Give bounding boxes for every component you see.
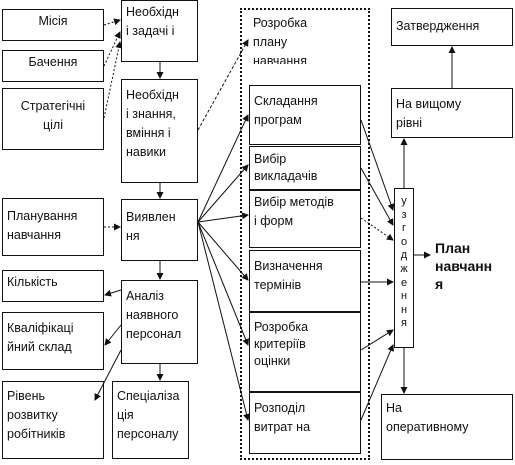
coordination-letter: з <box>401 208 407 221</box>
qualification-box: Кваліфікаці йний склад <box>2 312 104 370</box>
strategic-goals-box: Стратегічні цілі <box>2 88 104 150</box>
program-compilation-box: Складання програм <box>249 85 361 145</box>
training-plan-box: План навчанн я <box>431 237 515 297</box>
coordination-letter: е <box>400 276 408 289</box>
coordination-letter: д <box>400 249 408 262</box>
identification-box: Виявлен ня <box>121 199 198 261</box>
criteria-development-box: Розробка критеріїв оцінки <box>249 312 361 392</box>
necessary-knowledge-box: Необхідн і знання, вміння і навики <box>121 79 198 183</box>
term-definition-box: Визначення термінів <box>249 250 361 312</box>
development-level-box: Рівень розвитку робітників <box>2 381 104 459</box>
higher-level-box: На вищому рівні <box>391 88 513 138</box>
coordination-letter: у <box>401 195 407 207</box>
staff-analysis-box: Аналіз наявного персонал <box>121 280 198 364</box>
coordination-letter: н <box>400 303 408 316</box>
mission-box: Місія <box>2 9 104 41</box>
plan-development-group <box>240 8 370 460</box>
vision-box: Бачення <box>2 50 104 82</box>
coordination-letter: ж <box>400 262 408 275</box>
operational-level-box: На оперативному <box>381 394 513 460</box>
coordination-box: у з г о д ж е н н я <box>394 188 414 348</box>
coordination-letter: н <box>400 290 408 303</box>
coordination-letter: о <box>400 235 408 248</box>
approval-box: Затвердження <box>391 8 513 46</box>
cost-distribution-box: Розподіл витрат на <box>249 392 361 454</box>
necessary-tasks-box: Необхідн і задачі і <box>121 0 198 62</box>
method-selection-box: Вибір методів і форм <box>249 190 361 248</box>
plan-development-box: Розробка плану навчання <box>249 10 361 64</box>
training-planning-box: Планування навчання <box>2 198 104 256</box>
coordination-letter: г <box>401 222 406 235</box>
coordination-letter: я <box>401 317 407 330</box>
specialization-box: Спеціаліза ція персоналу <box>112 381 189 459</box>
teacher-selection-box: Вибір викладачів <box>249 146 361 190</box>
quantity-box: Кількість <box>2 270 104 302</box>
